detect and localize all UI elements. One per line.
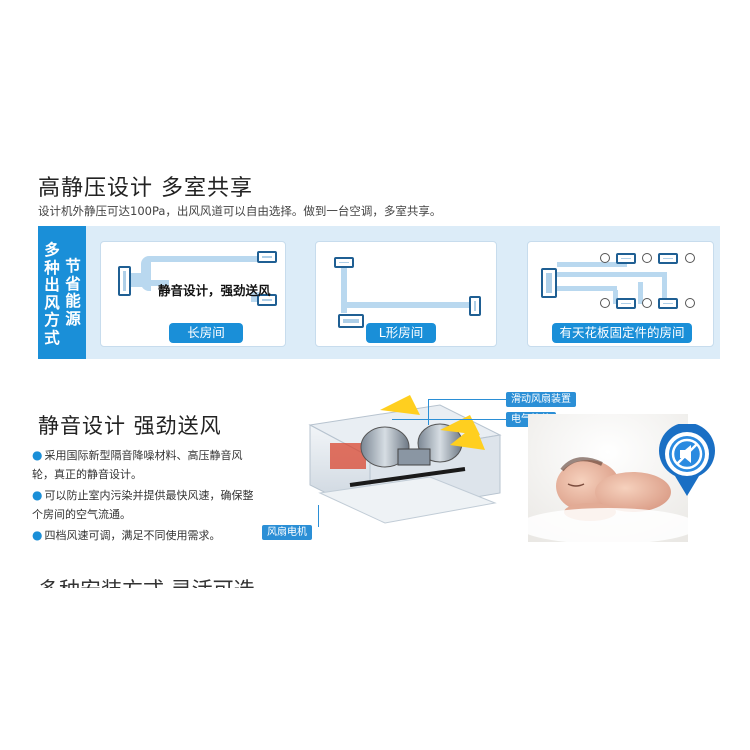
air-outlet-icon <box>616 253 636 264</box>
panel-label-ceiling-room: 有天花板固定件的房间 <box>552 323 692 343</box>
ceiling-fixture-icon <box>685 298 695 308</box>
callout-line <box>392 419 506 420</box>
duct-icon <box>662 276 667 304</box>
air-outlet-icon <box>257 294 277 306</box>
feature-text: 四档风速可调，满足不同使用需求。 <box>44 529 221 542</box>
side-label-char: 多 <box>44 241 60 259</box>
callout-line <box>428 399 429 425</box>
ceiling-fixture-icon <box>600 253 610 263</box>
indoor-unit-icon <box>118 266 131 296</box>
air-outlet-icon <box>334 257 354 268</box>
ceiling-fixture-icon <box>642 298 652 308</box>
side-label-char: 出 <box>44 276 60 294</box>
panel-label-l-room: L形房间 <box>366 323 436 343</box>
air-outlet-icon <box>658 298 678 309</box>
ceiling-fixture-icon <box>685 253 695 263</box>
side-label-right: 节 省 能 源 <box>63 257 83 328</box>
duct-icon <box>557 262 627 267</box>
feature-text: 采用国际新型隔音降噪材料、高压静音风轮，真正的静音设计。 <box>32 449 243 481</box>
section3-title: 多种安装方式 灵活可选 <box>38 575 255 588</box>
duct-icon <box>141 256 151 291</box>
section1-title: 高静压设计 多室共享 <box>38 176 253 201</box>
air-outlet-icon <box>257 251 277 263</box>
section1-subtitle: 设计机外静压可达100Pa，出风风道可以自由选择。做到一台空调，多室共享。 <box>38 204 442 218</box>
air-outlet-icon <box>469 296 481 316</box>
ceiling-fixture-icon <box>642 253 652 263</box>
duct-icon <box>613 290 618 304</box>
sleeping-baby-photo <box>528 414 688 542</box>
section2-title: 静音设计 强劲送风 <box>38 414 222 438</box>
panel-label-long-room: 长房间 <box>169 323 243 343</box>
ducted-unit-cutaway-illustration <box>308 395 502 524</box>
indoor-unit-icon <box>338 314 364 328</box>
feature-item: ●四档风速可调，满足不同使用需求。 <box>32 526 262 545</box>
side-label-char: 省 <box>65 274 81 293</box>
duct-icon <box>557 286 617 291</box>
side-label-char: 源 <box>65 309 81 328</box>
callout-fan-motor: 风扇电机 <box>262 525 312 540</box>
ceiling-fixture-icon <box>600 298 610 308</box>
mute-badge-icon <box>659 424 715 496</box>
duct-icon <box>341 268 347 313</box>
airflow-diagram-band: 静音设计，强劲送风 长房间 L形房间 有天花板固定件的房间 <box>38 226 720 359</box>
bullet-icon: ● <box>32 488 43 502</box>
bullet-icon: ● <box>32 448 43 462</box>
duct-icon <box>557 272 667 277</box>
sleeping-baby-image <box>528 414 688 542</box>
bullet-icon: ● <box>32 528 43 542</box>
panel-ceiling-room: 有天花板固定件的房间 <box>527 241 714 347</box>
indoor-unit-icon <box>541 268 557 298</box>
duct-icon <box>149 280 169 286</box>
feature-item: ●采用国际新型隔音降噪材料、高压静音风轮，真正的静音设计。 <box>32 446 262 484</box>
side-label-char: 种 <box>44 258 60 277</box>
callout-line <box>318 505 319 527</box>
callout-line <box>428 399 506 400</box>
side-label-char: 方 <box>44 311 60 329</box>
duct-icon <box>346 302 474 308</box>
panel-caption: 静音设计，强劲送风 <box>158 283 271 298</box>
side-label-char: 能 <box>65 292 81 310</box>
duct-icon <box>251 292 259 302</box>
panel-l-room: L形房间 <box>315 241 497 347</box>
duct-icon <box>638 282 643 304</box>
side-label-char: 风 <box>44 293 60 312</box>
air-outlet-icon <box>616 298 636 309</box>
air-outlet-icon <box>658 253 678 264</box>
feature-item: ●可以防止室内污染并提供最快风速，确保整个房间的空气流通。 <box>32 486 262 524</box>
side-label-block: 多 种 出 风 方 式 节 省 能 源 <box>38 226 86 359</box>
panel-long-room: 静音设计，强劲送风 长房间 <box>100 241 286 347</box>
side-label-char: 节 <box>65 257 81 275</box>
feature-text: 可以防止室内污染并提供最快风速，确保整个房间的空气流通。 <box>32 489 254 521</box>
duct-icon <box>131 273 143 287</box>
callout-slide-fan: 滑动风扇装置 <box>506 392 576 407</box>
side-label-char: 式 <box>44 328 60 347</box>
duct-icon <box>149 256 257 262</box>
side-label-left: 多 种 出 风 方 式 <box>42 241 62 347</box>
